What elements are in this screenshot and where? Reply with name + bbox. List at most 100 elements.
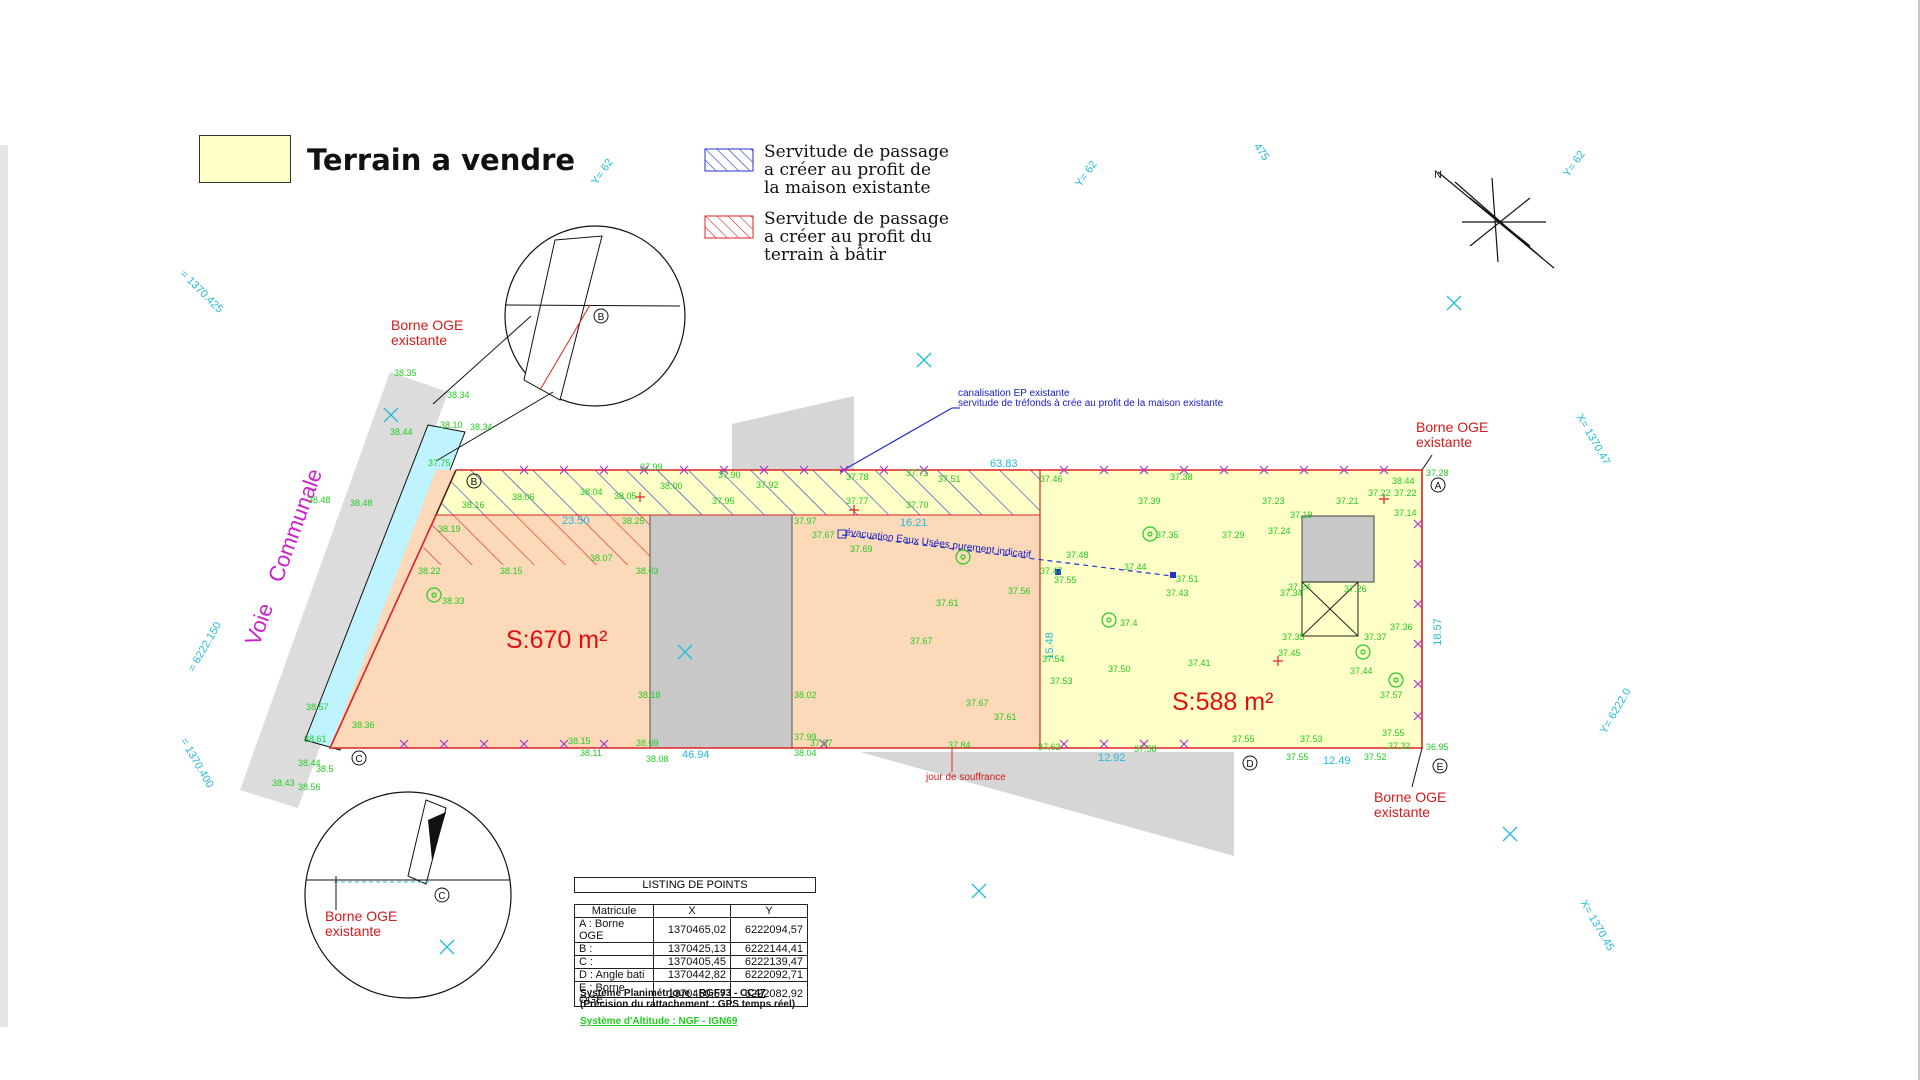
table-cell: 1370405,45 [653, 955, 731, 969]
spot-height: 37.28 [1426, 468, 1449, 478]
spot-height: 37.54 [1042, 654, 1065, 664]
dim-servitude: 16.21 [900, 517, 928, 529]
spot-height: 37.92 [756, 480, 779, 490]
road-communale [240, 372, 448, 808]
spot-height: 37.95 [712, 496, 735, 506]
spot-height: 37.97 [794, 516, 817, 526]
legend-title: Terrain a vendre [307, 143, 576, 177]
spot-height: 37.67 [812, 530, 835, 540]
spot-height: 37.56 [1008, 586, 1031, 596]
spot-height: 38.44 [298, 758, 321, 768]
spot-height: 38.09 [636, 738, 659, 748]
spot-height: 38.56 [298, 782, 321, 792]
neighbour-area-top [732, 396, 854, 470]
spot-height: 38.44 [1392, 476, 1415, 486]
spot-height: 38.06 [512, 492, 535, 502]
table-cell: 1370425,13 [653, 942, 731, 956]
system-precision: (Précision du rattachement : GPS temps r… [580, 999, 796, 1010]
spot-height: 38.35 [394, 368, 417, 378]
spot-height: 37.47 [1040, 566, 1063, 576]
spot-height: 37.29 [1222, 530, 1245, 540]
spot-height: 37.37 [1364, 632, 1387, 642]
point-label-a: A [1435, 481, 1442, 492]
table-row: C : 1370405,45 6222139,47 [574, 955, 808, 969]
spot-height: 37.35 [1156, 530, 1179, 540]
spot-height: 38.43 [272, 778, 295, 788]
left-margin-bar [0, 145, 8, 1027]
spot-height: 38.00 [660, 481, 683, 491]
spot-height: 37.48 [1066, 550, 1089, 560]
spot-height: 38.11 [580, 748, 602, 758]
legend-servitude-red-text: Servitude de passage a créer au profit d… [764, 209, 949, 265]
spot-height: 37.38 [1170, 472, 1193, 482]
svg-text:B: B [598, 312, 605, 323]
tree-symbols [426, 526, 1404, 688]
dim-top: 63.83 [990, 458, 1018, 470]
north-label: N [1434, 169, 1442, 181]
spot-height: 37.36 [1390, 622, 1413, 632]
spot-height: 37.14 [1394, 508, 1417, 518]
spot-height: 38.22 [418, 566, 441, 576]
spot-height: 37.69 [850, 544, 873, 554]
svg-text:C: C [438, 891, 445, 902]
spot-height: 38.48 [350, 498, 373, 508]
north-arrow [1437, 171, 1555, 269]
spot-height: 38.05 [614, 491, 637, 501]
spot-height: 38.16 [462, 500, 485, 510]
spot-height: 38.44 [390, 427, 413, 437]
scrollbar[interactable] [1918, 0, 1920, 1080]
spot-height: 38.04 [580, 487, 603, 497]
spot-height: 37.26 [1344, 584, 1367, 594]
spot-height: 38.04 [794, 748, 817, 758]
spot-height: 37.24 [1268, 526, 1291, 536]
spot-height: 37.44 [1350, 666, 1373, 676]
table-header: X [653, 904, 731, 918]
table-cell: A : Borne OGE [574, 917, 654, 943]
table-cell: D : Angle bati [574, 968, 654, 982]
dim-bottom-left: 46.94 [682, 749, 710, 761]
spot-height: 37.58 [1134, 744, 1157, 754]
dim-bottom-right: 12.49 [1323, 755, 1351, 767]
legend-servitude-blue-text: Servitude de passage a créer au profit d… [764, 142, 949, 198]
spot-height: 37.62 [1038, 742, 1061, 752]
table-row: D : Angle bati 1370442,82 6222092,71 [574, 968, 808, 982]
spot-height: 37.41 [1188, 658, 1211, 668]
spot-height: 37.51 [938, 474, 961, 484]
spot-height: 37.22 [1394, 488, 1417, 498]
spot-height: 37.99 [640, 462, 663, 472]
spot-height: 38.03 [636, 566, 659, 576]
table-cell: 1370465,02 [653, 917, 731, 943]
boundary-x-marks [399, 465, 1423, 749]
spot-height: 37.87 [810, 738, 833, 748]
spot-height: 37.71 [906, 468, 929, 478]
existing-building [649, 514, 793, 749]
spot-height: 37.55 [1382, 728, 1405, 738]
table-cell: 6222094,57 [730, 917, 808, 943]
point-label-d: D [1246, 759, 1253, 770]
spot-height: 38.02 [794, 690, 817, 700]
spot-height: 38.07 [590, 553, 613, 563]
system-plani: Système Planimétrique : RGF93 - CC47 [580, 988, 766, 999]
spot-height: 38.34 [447, 390, 470, 400]
grid-crosses [383, 295, 1518, 955]
spot-height: 37.55 [1054, 575, 1077, 585]
spot-height: 37.61 [994, 712, 1017, 722]
spot-height: 37.4 [1120, 618, 1138, 628]
servitude-blue-hatch [436, 470, 1040, 515]
spot-height: 37.78 [846, 472, 869, 482]
spot-height: 38.19 [438, 524, 461, 534]
table-cell: 6222082,92 [730, 981, 808, 1007]
spot-height: 37.39 [1138, 496, 1161, 506]
point-markers [351, 308, 1448, 903]
point-label-c: C [355, 754, 362, 765]
spot-height: 38.36 [352, 720, 375, 730]
spot-height: 38.57 [306, 702, 329, 712]
spot-height: 37.90 [718, 470, 741, 480]
spot-height: 37.75 [428, 458, 451, 468]
existing-annex [1301, 581, 1359, 637]
spot-height: 37.77 [846, 496, 869, 506]
table-header: Matricule [574, 904, 654, 918]
table-row: B : 1370425,13 6222144,41 [574, 942, 808, 956]
table-cell: 6222144,41 [730, 942, 808, 956]
spot-height: 38.61 [304, 734, 327, 744]
